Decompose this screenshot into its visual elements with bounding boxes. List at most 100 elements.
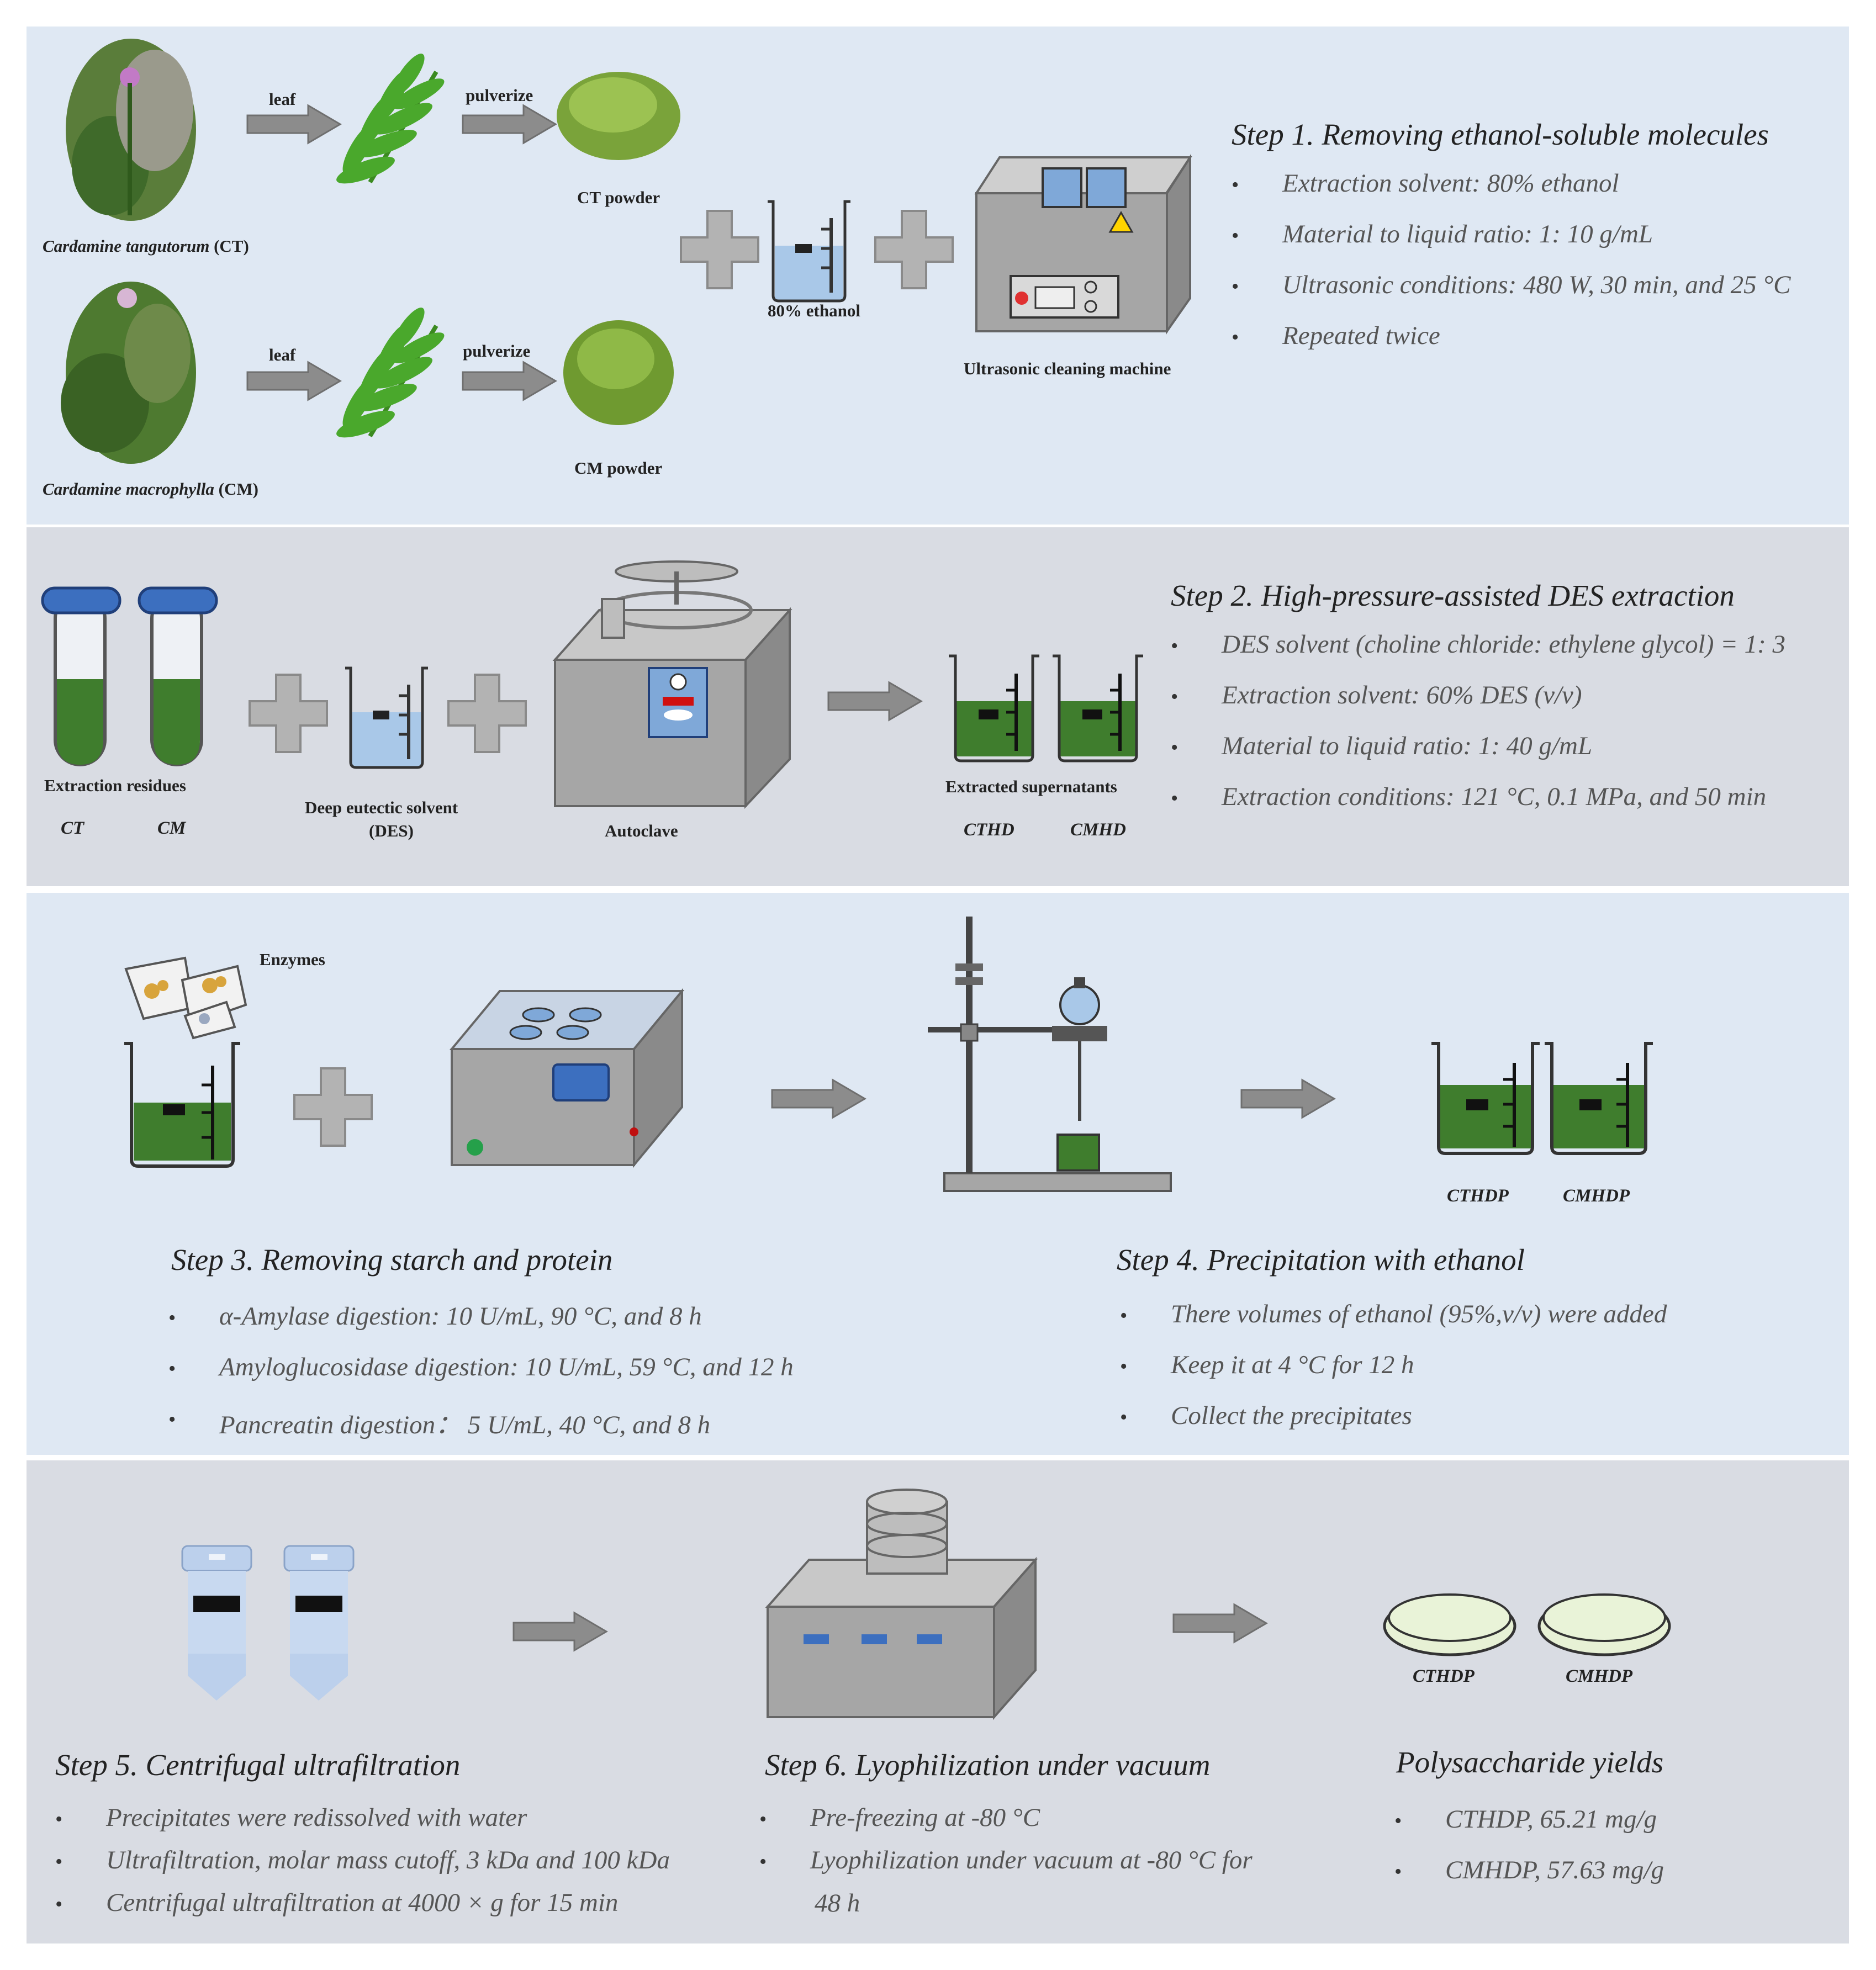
step2-title: Step 2. High-pressure-assisted DES extra… bbox=[1171, 579, 1735, 612]
step5-bullets: Precipitates were redissolved with water… bbox=[55, 1803, 670, 1930]
water-bath-icon bbox=[449, 988, 685, 1168]
step1-bullet: Material to liquid ratio: 1: 10 g/mL bbox=[1232, 219, 1791, 270]
step1-bullet: Repeated twice bbox=[1232, 321, 1791, 372]
des-label-line2: (DES) bbox=[369, 821, 414, 840]
yields-bullet: CTHDP, 65.21 mg/g bbox=[1394, 1804, 1664, 1855]
cthd-beaker-icon bbox=[949, 654, 1039, 762]
plus-icon bbox=[293, 1067, 373, 1147]
step6-bullet: Lyophilization under vacuum at -80 °C fo… bbox=[759, 1845, 1253, 1888]
ultrasonic-machine-icon bbox=[974, 153, 1192, 335]
step4-bullet: There volumes of ethanol (95%,v/v) were … bbox=[1120, 1299, 1667, 1350]
ct-residue-label: CT bbox=[61, 818, 84, 838]
step4-title: Step 4. Precipitation with ethanol bbox=[1117, 1243, 1525, 1277]
autoclave-icon bbox=[552, 560, 792, 809]
step3-title: Step 3. Removing starch and protein bbox=[171, 1243, 613, 1277]
yields-bullets: CTHDP, 65.21 mg/g CMHDP, 57.63 mg/g bbox=[1394, 1804, 1664, 1906]
step3-bullet: α-Amylase digestion: 10 U/mL, 90 °C, and… bbox=[168, 1301, 794, 1352]
leaf-label: leaf bbox=[269, 89, 296, 109]
cm-residue-label: CM bbox=[157, 818, 186, 838]
cm-species-name: Cardamine macrophylla bbox=[43, 479, 214, 499]
centrifuge-tube-icon bbox=[181, 1545, 252, 1701]
cmhdp-dish-label: CMHDP bbox=[1566, 1666, 1633, 1686]
plus-icon bbox=[680, 210, 759, 289]
cm-species-abbr: (CM) bbox=[214, 479, 258, 499]
step6-bullets: Pre-freezing at -80 °C Lyophilization un… bbox=[759, 1803, 1253, 1888]
des-beaker-icon bbox=[345, 668, 428, 767]
cm-leaf-icon bbox=[334, 304, 448, 443]
ethanol-label: 80% ethanol bbox=[768, 301, 860, 320]
cm-powder-icon bbox=[563, 320, 674, 425]
autoclave-label: Autoclave bbox=[605, 821, 678, 840]
step3-bullets: α-Amylase digestion: 10 U/mL, 90 °C, and… bbox=[168, 1301, 794, 1454]
pulverize-arrow-icon bbox=[462, 361, 557, 401]
leaf-label: leaf bbox=[269, 345, 296, 364]
cmhdp-petri-dish-icon bbox=[1537, 1593, 1671, 1656]
step4-bullet: Keep it at 4 °C for 12 h bbox=[1120, 1350, 1667, 1401]
pulverize-label: pulverize bbox=[466, 86, 533, 105]
centrifuge-tube-icon bbox=[283, 1545, 355, 1701]
yields-title: Polysaccharide yields bbox=[1396, 1745, 1664, 1779]
plus-icon bbox=[874, 210, 954, 289]
step1-bullets: Extraction solvent: 80% ethanol Material… bbox=[1232, 168, 1791, 372]
freeze-dryer-icon bbox=[765, 1489, 1038, 1720]
ct-test-tube-icon bbox=[41, 586, 121, 766]
cm-powder-label: CM powder bbox=[574, 458, 663, 478]
step3-bullet: Pancreatin digestion： 5 U/mL, 40 °C, and… bbox=[168, 1403, 794, 1454]
step2-bullet: DES solvent (choline chloride: ethylene … bbox=[1171, 629, 1785, 680]
yields-bullet: CMHDP, 57.63 mg/g bbox=[1394, 1855, 1664, 1906]
pulverize-label: pulverize bbox=[463, 341, 531, 361]
cthdp-petri-dish-icon bbox=[1383, 1593, 1516, 1656]
enzyme-beaker-icon bbox=[124, 1042, 240, 1168]
step5-bullet: Precipitates were redissolved with water bbox=[55, 1803, 670, 1845]
cthdp-label: CTHDP bbox=[1447, 1186, 1509, 1206]
step6-title: Step 6. Lyophilization under vacuum bbox=[765, 1748, 1211, 1782]
cmhd-label: CMHD bbox=[1070, 820, 1126, 840]
cmhdp-label: CMHDP bbox=[1563, 1186, 1630, 1206]
step5-title: Step 5. Centrifugal ultrafiltration bbox=[55, 1748, 461, 1782]
cm-test-tube-icon bbox=[138, 586, 218, 766]
cmhdp-beaker-icon bbox=[1545, 1042, 1653, 1155]
cthdp-beaker-icon bbox=[1431, 1042, 1540, 1155]
plus-icon bbox=[249, 674, 328, 753]
ct-powder-icon bbox=[557, 72, 680, 160]
des-label-line1: Deep eutectic solvent bbox=[305, 798, 458, 817]
arrow-icon bbox=[1240, 1079, 1335, 1119]
step2-bullet: Material to liquid ratio: 1: 40 g/mL bbox=[1171, 731, 1785, 782]
ultrasonic-machine-label: Ultrasonic cleaning machine bbox=[964, 359, 1171, 378]
enzymes-label: Enzymes bbox=[260, 950, 325, 969]
pulverize-arrow-icon bbox=[462, 104, 557, 144]
ct-species-label: Cardamine tangutorum (CT) bbox=[43, 236, 249, 256]
plus-icon bbox=[447, 674, 527, 753]
arrow-icon bbox=[512, 1612, 607, 1651]
cm-plant-photo bbox=[61, 282, 196, 464]
leaf-arrow-icon bbox=[246, 104, 341, 144]
cthdp-dish-label: CTHDP bbox=[1413, 1666, 1475, 1686]
ct-plant-photo bbox=[66, 39, 196, 221]
ct-leaf-icon bbox=[334, 50, 448, 189]
step4-bullets: There volumes of ethanol (95%,v/v) were … bbox=[1120, 1299, 1667, 1452]
cmhd-beaker-icon bbox=[1053, 654, 1143, 762]
arrow-icon bbox=[827, 681, 922, 721]
step2-bullets: DES solvent (choline chloride: ethylene … bbox=[1171, 629, 1785, 833]
step1-bullet: Ultrasonic conditions: 480 W, 30 min, an… bbox=[1232, 270, 1791, 321]
ethanol-beaker-icon bbox=[768, 202, 850, 301]
residues-label: Extraction residues bbox=[44, 776, 186, 795]
cthd-label: CTHD bbox=[964, 820, 1014, 840]
step1-title: Step 1. Removing ethanol-soluble molecul… bbox=[1232, 118, 1769, 151]
step3-bullet: Amyloglucosidase digestion: 10 U/mL, 59 … bbox=[168, 1352, 794, 1403]
leaf-arrow-icon bbox=[246, 361, 341, 401]
ct-species-name: Cardamine tangutorum bbox=[43, 236, 210, 256]
step5-bullet: Ultrafiltration, molar mass cutoff, 3 kD… bbox=[55, 1845, 670, 1888]
supernatants-label: Extracted supernatants bbox=[945, 777, 1117, 796]
step2-bullet: Extraction conditions: 121 °C, 0.1 MPa, … bbox=[1171, 782, 1785, 833]
cm-species-label: Cardamine macrophylla (CM) bbox=[43, 479, 258, 499]
step5-bullet: Centrifugal ultrafiltration at 4000 × g … bbox=[55, 1888, 670, 1930]
enzyme-packets-icon bbox=[124, 956, 247, 1040]
step6-bullet: Pre-freezing at -80 °C bbox=[759, 1803, 1253, 1845]
arrow-icon bbox=[771, 1079, 866, 1119]
arrow-icon bbox=[1172, 1603, 1267, 1643]
step2-bullet: Extraction solvent: 60% DES (v/v) bbox=[1171, 680, 1785, 731]
step4-bullet: Collect the precipitates bbox=[1120, 1401, 1667, 1452]
ct-powder-label: CT powder bbox=[577, 188, 660, 207]
